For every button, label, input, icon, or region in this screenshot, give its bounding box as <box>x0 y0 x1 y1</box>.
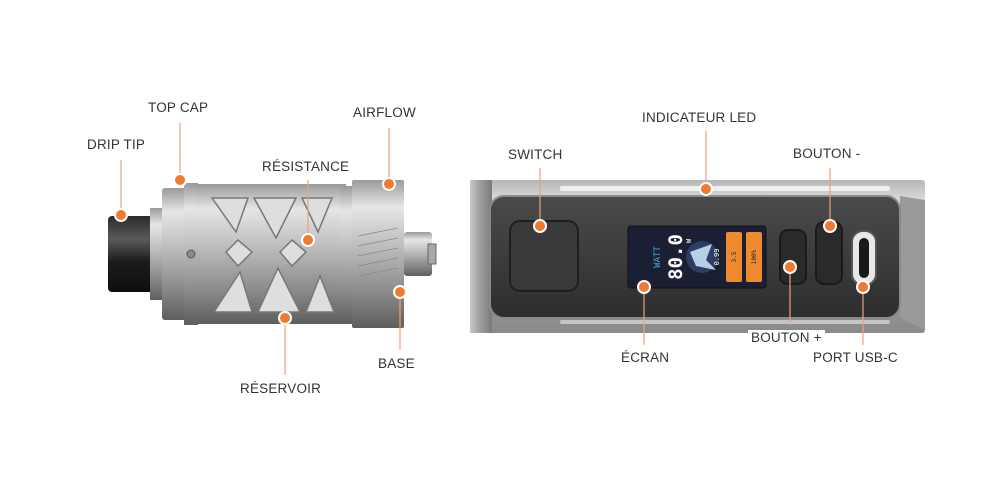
dragon-shape <box>690 244 716 270</box>
label-drip-tip: DRIP TIP <box>87 137 146 152</box>
connector-pin <box>427 243 437 265</box>
screen-power: 80.0 <box>665 234 687 280</box>
connector-510 <box>404 232 432 276</box>
mod-end-cap-right <box>900 196 925 330</box>
screen-volts-group: 3.5 <box>731 251 738 262</box>
orange-dot-icon <box>114 208 128 222</box>
label-top-cap: TOP CAP <box>148 100 209 115</box>
top-cap <box>162 188 188 320</box>
screen-power-group: 80.0 <box>665 234 687 280</box>
label-button-minus: BOUTON - <box>793 146 861 161</box>
screen-resistance: 0.99 <box>713 249 721 266</box>
screen-unit-group: W <box>685 238 693 243</box>
label-airflow: AIRFLOW <box>353 105 416 120</box>
orange-dot-icon <box>637 280 651 294</box>
orange-dot-icon <box>699 182 713 196</box>
screen-unit: W <box>685 238 693 243</box>
screen-battery-2 <box>746 232 762 282</box>
label-usb-c: PORT USB-C <box>813 350 898 365</box>
orange-dot-icon <box>533 219 547 233</box>
leader-lines <box>120 123 864 375</box>
orange-dot-icon <box>382 177 396 191</box>
label-button-plus: BOUTON + <box>748 330 825 345</box>
screen-res-group: 0.99 <box>713 249 721 266</box>
screen-mode: WATT <box>653 246 663 268</box>
orange-dot-icon <box>393 285 407 299</box>
atomizer <box>108 180 437 328</box>
box-mod: WATT 80.0 W 0.99 3.5 100% <box>470 180 925 333</box>
label-reservoir: RÉSERVOIR <box>240 381 322 396</box>
label-base: BASE <box>378 356 415 371</box>
screen-battery-group: 100% <box>751 249 758 264</box>
label-resistance: RÉSISTANCE <box>262 159 350 174</box>
screen-battery-1 <box>726 232 742 282</box>
markers <box>114 173 870 325</box>
drip-tip <box>108 216 158 292</box>
orange-dot-icon <box>783 260 797 274</box>
screen-volts: 3.5 <box>731 251 738 262</box>
orange-dot-icon <box>301 233 315 247</box>
screen-battery-percent: 100% <box>751 249 758 264</box>
tank-cutouts <box>210 197 336 313</box>
screen-mode-group: WATT <box>653 246 663 268</box>
airflow-ring <box>352 180 404 328</box>
airflow-knurl <box>357 227 399 277</box>
tank-ring <box>340 186 354 324</box>
mod-top-groove <box>560 186 890 191</box>
orange-dot-icon <box>173 173 187 187</box>
button-plus <box>779 229 807 285</box>
usb-c-slot <box>859 238 869 278</box>
top-cap-screw <box>186 249 196 259</box>
orange-dot-icon <box>278 311 292 325</box>
label-screen: ÉCRAN <box>621 350 670 365</box>
label-indicator-led: INDICATEUR LED <box>642 110 757 125</box>
label-switch: SWITCH <box>508 147 563 162</box>
mod-end-cap-left <box>470 180 492 333</box>
orange-dot-icon <box>856 280 870 294</box>
screen-content <box>686 232 762 282</box>
orange-dot-icon <box>823 219 837 233</box>
mod-bottom-groove <box>560 320 890 324</box>
